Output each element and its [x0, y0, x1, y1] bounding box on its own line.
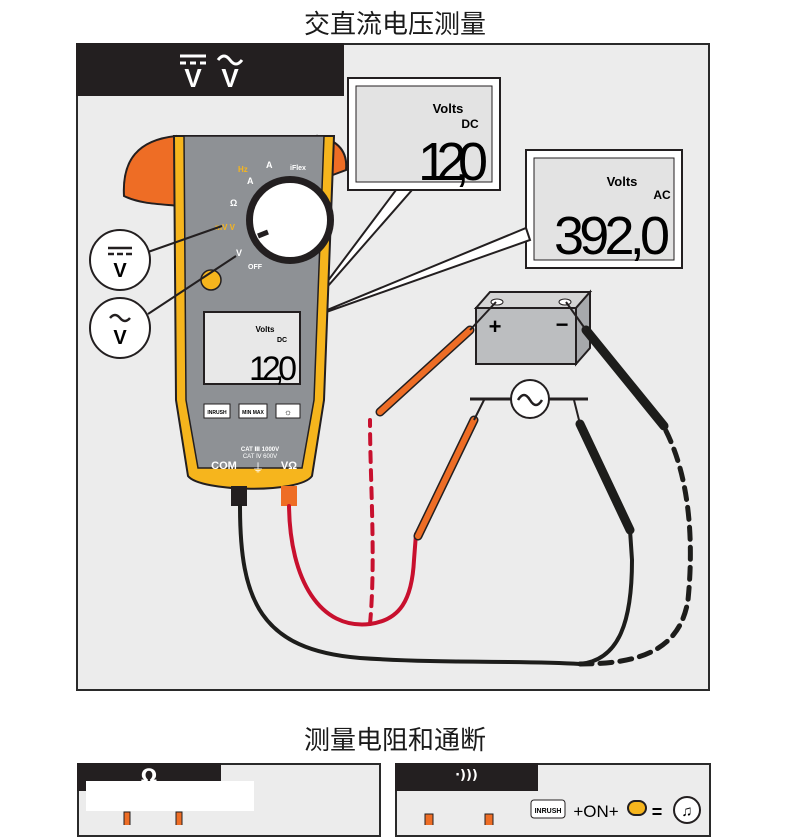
section-title-ac-dc-voltage: 交直流电压测量 — [303, 10, 486, 40]
header-dc-v-letter: V — [184, 63, 202, 93]
cat-rating-1: CAT Ⅲ 1000V — [241, 447, 279, 453]
dial-iflex-label: iFlex — [290, 165, 306, 172]
inrush-key-label: INRUSH — [535, 808, 562, 815]
yellow-button-icon — [627, 800, 647, 816]
black-probe-battery — [565, 301, 669, 431]
dc-symbol-callout: V — [89, 225, 223, 291]
beeper-icon — [673, 796, 701, 824]
section-title-resistance-continuity: 测量电阻和通断 — [303, 726, 486, 756]
resistance-probe-left — [123, 811, 131, 825]
backlight-icon: ☼ — [284, 407, 292, 417]
header-ac-wave-icon — [216, 54, 244, 66]
dial-amp-label: A — [247, 176, 254, 186]
meter-lcd — [203, 311, 301, 385]
continuity-header-bar: ·))) — [395, 763, 538, 791]
dc-callout-v: V — [113, 260, 127, 282]
battery: + − — [473, 289, 593, 367]
lcd-ac-mode: AC — [653, 188, 671, 202]
backlight-button[interactable] — [275, 403, 301, 419]
v-terminal-label: VΩ — [281, 460, 297, 472]
minmax-button-label: MIN MAX — [242, 410, 264, 416]
ac-callout-v: V — [113, 327, 127, 349]
meter-lcd-unit: Volts — [256, 325, 276, 334]
ac-symbol-callout: V — [89, 255, 237, 359]
dial-off-label: OFF — [248, 264, 263, 271]
dial-hz-label: Hz — [238, 165, 248, 174]
inrush-key-icon — [530, 799, 566, 819]
on-formula-text: +ON+ — [573, 802, 618, 821]
resistance-probe-right — [175, 811, 183, 825]
battery-plus: + — [489, 314, 502, 339]
ground-icon: ⏚ — [252, 461, 264, 475]
music-note-glyph: ♫ — [681, 803, 692, 820]
com-terminal-label: COM — [211, 460, 237, 472]
dial-mv-label: mV V — [215, 223, 236, 232]
red-probe-battery — [375, 301, 497, 417]
meter-lcd-value: 12,0 — [249, 350, 297, 388]
test-leads — [238, 417, 693, 667]
com-jack[interactable] — [231, 486, 247, 506]
dial-vac-label: V — [236, 248, 242, 258]
header-ac-v-letter: V — [221, 63, 239, 93]
inrush-button-label: INRUSH — [207, 410, 227, 416]
lcd-ac-unit: Volts — [607, 174, 638, 189]
lcd-ac-value: 392,0 — [554, 206, 670, 266]
dial-pointer — [257, 229, 269, 239]
meter-lcd-mode: DC — [277, 337, 287, 344]
equals-sign: = — [652, 802, 663, 822]
dial-ohm-label: Ω — [230, 198, 237, 208]
battery-minus: − — [556, 312, 569, 337]
lcd-callout-dc: Volts DC 12,0 — [347, 77, 501, 192]
lcd-dc-unit: Volts — [433, 101, 464, 116]
black-probe-ac — [573, 399, 635, 535]
resistance-placeholder-box — [86, 781, 254, 811]
minmax-button[interactable] — [238, 403, 268, 419]
continuity-tab-label: ·))) — [455, 768, 478, 783]
clamp-meter: Hz A A iFlex Ω mV V V OFF Volts DC 12,0 … — [122, 134, 348, 506]
cat-rating-2: CAT Ⅳ 600V — [243, 454, 277, 460]
lcd-callout-ac: Volts AC 392,0 — [525, 149, 683, 269]
inrush-button[interactable] — [203, 403, 231, 419]
continuity-probe-left — [424, 813, 434, 825]
dial-amp-dc-label: A — [266, 160, 273, 170]
ac-source-icon — [470, 379, 588, 419]
v-jack[interactable] — [281, 486, 297, 506]
lcd-dc-mode: DC — [461, 117, 479, 131]
lcd-dc-value: 12,0 — [418, 132, 488, 192]
red-probe-ac — [413, 399, 485, 541]
header-dc-volt-symbol — [180, 54, 206, 65]
mode-header-bar — [76, 43, 344, 96]
continuity-probe-right — [484, 813, 494, 825]
